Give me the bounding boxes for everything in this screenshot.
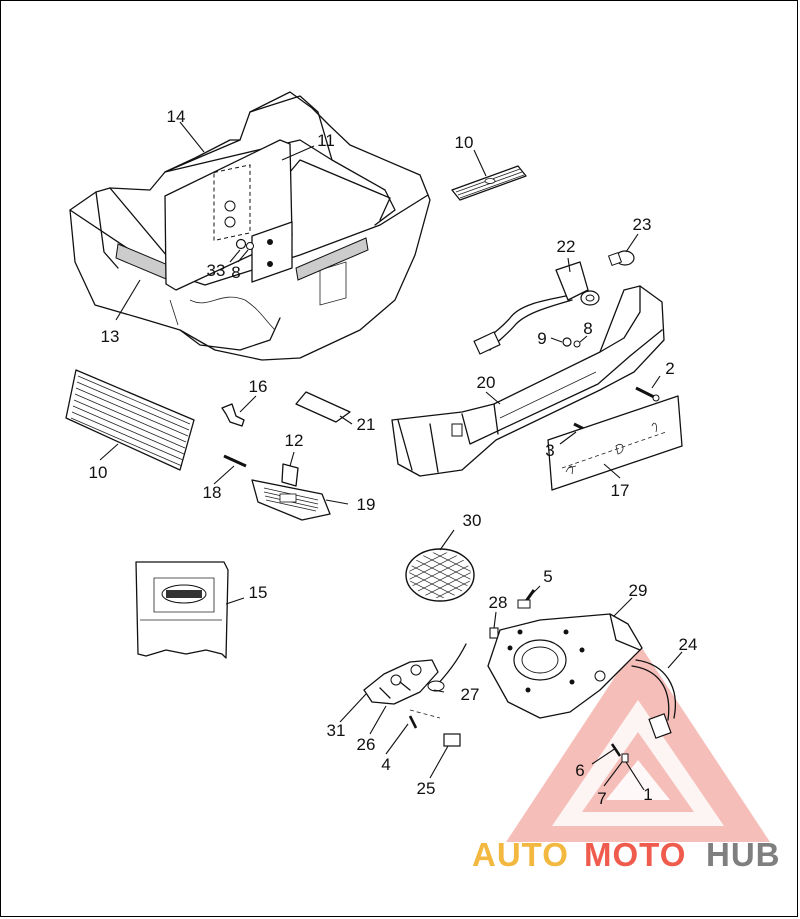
- callout-labels: 14 11 10 33 8 13 22 23 9 8 20 2 3 17 16 …: [89, 107, 698, 808]
- callout-5: 5: [543, 567, 552, 586]
- callout-24: 23: [633, 215, 652, 234]
- part-21-lamp-housing: [391, 285, 665, 477]
- part-17-bracket: [221, 403, 245, 427]
- part-10-grille-panel: [65, 369, 195, 471]
- part-12-liner-plate: [164, 139, 293, 291]
- callout-8-lower: 8: [583, 319, 592, 338]
- leader-lines: [99, 121, 683, 791]
- part-9-nut: [562, 337, 581, 348]
- callout-32: 31: [327, 721, 346, 740]
- part-32-switch-housing: [363, 659, 439, 705]
- part-6-screw: [610, 743, 622, 757]
- callout-7: 7: [597, 789, 606, 808]
- callout-14: 13: [101, 327, 120, 346]
- callout-3: 3: [545, 441, 554, 460]
- part-1-nut: [621, 753, 629, 763]
- part-19-pin: [223, 454, 247, 468]
- callout-4: 4: [381, 755, 390, 774]
- callout-10: 10: [89, 463, 108, 482]
- part-31-mesh: [405, 548, 475, 602]
- callout-18: 17: [611, 481, 630, 500]
- part-2-screw: [635, 386, 660, 402]
- watermark-auto: AUTO: [472, 836, 569, 873]
- assembly-dash-line: [409, 709, 441, 719]
- callout-28: 27: [461, 685, 480, 704]
- callout-33: 33: [207, 261, 226, 280]
- callout-17: 16: [249, 377, 268, 396]
- part-23-harness: [473, 261, 600, 355]
- part-20-lamp-lens: [251, 479, 331, 521]
- callout-6: 6: [575, 761, 584, 780]
- callout-16: 15: [249, 583, 268, 602]
- part-4-screw: [408, 715, 418, 729]
- part-33-nut: [235, 238, 254, 250]
- callout-31: 30: [463, 511, 482, 530]
- part-29-nut: [489, 627, 499, 639]
- callout-29: 28: [489, 593, 508, 612]
- watermark-logo: AUTO MOTO HUB: [472, 836, 781, 873]
- callout-30: 29: [629, 581, 648, 600]
- callout-12: 11: [317, 131, 335, 150]
- part-26-block: [443, 733, 461, 747]
- callout-13: 12: [285, 431, 304, 450]
- part-28-wire: [427, 643, 467, 692]
- part-24-bulb: [607, 250, 635, 267]
- callout-21: 20: [477, 373, 496, 392]
- callout-11: 10: [455, 133, 474, 152]
- callout-20: 19: [357, 495, 376, 514]
- callout-2: 2: [665, 359, 674, 378]
- callout-27: 26: [357, 735, 376, 754]
- part-11-reflector: [451, 165, 527, 201]
- callout-8-upper: 8: [231, 263, 240, 282]
- callout-25: 24: [679, 635, 698, 654]
- part-22-strip: [295, 391, 351, 423]
- callout-19: 18: [203, 483, 222, 502]
- callout-26: 25: [417, 779, 436, 798]
- part-13-label: [281, 463, 299, 487]
- watermark-hub: HUB: [706, 836, 781, 873]
- callout-9: 9: [537, 329, 546, 348]
- callout-15: 14: [167, 107, 186, 126]
- part-18-plate-decal: [547, 395, 683, 491]
- callout-22: 21: [357, 415, 376, 434]
- callout-1: 1: [643, 785, 652, 804]
- part-30-bracket: [487, 613, 643, 719]
- part-25-harness: [631, 659, 676, 739]
- part-5-bolt: [517, 589, 536, 609]
- callout-23: 22: [557, 237, 576, 256]
- watermark-moto: MOTO: [584, 836, 686, 873]
- part-16-decal-sheet: [135, 561, 229, 659]
